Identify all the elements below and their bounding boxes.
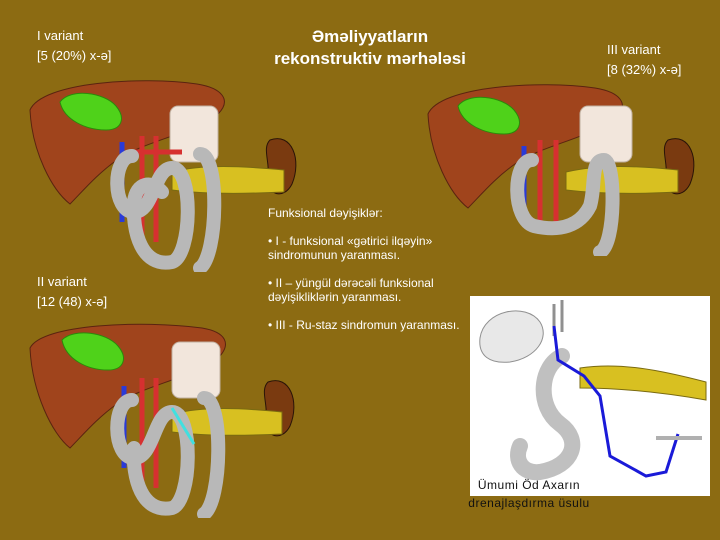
variant-1-name: I variant	[37, 28, 84, 43]
pancreas-shape	[565, 166, 679, 194]
pancreas-shape	[579, 365, 707, 401]
intestine-loop	[510, 152, 620, 256]
variant-2-label: II variant [12 (48) x-ə]	[37, 272, 107, 312]
functional-change-item-2: • II – yüngül dərəcəli funksional dəyişi…	[268, 276, 434, 304]
intestine-loop	[110, 149, 195, 270]
functional-changes-block: Funksional dəyişiklər: • I - funksional …	[268, 206, 488, 346]
variant-3-name: III variant	[607, 42, 661, 57]
intestine-loop	[110, 393, 195, 516]
drainage-caption-line-1: Ümumi Öd Axarın	[477, 478, 581, 492]
variant-2-name: II variant	[37, 274, 87, 289]
variant-2-detail: [12 (48) x-ə]	[37, 294, 108, 309]
gallbladder-shape	[457, 96, 520, 135]
anatomy-diagram-variant-2	[29, 323, 295, 518]
anatomy-diagram-variant-1	[29, 80, 297, 272]
gallbladder-shape	[61, 332, 124, 371]
title-line-1: Əməliyyatların	[311, 27, 429, 46]
anastomosis-marker	[170, 407, 196, 445]
title-line-2: rekonstruktiv mərhələsi	[274, 49, 466, 68]
functional-change-item-1: • I - funksional «gətirici ilqəyin» sind…	[268, 234, 433, 262]
functional-change-item-3: • III - Ru-staz sindromun yaranması.	[268, 318, 460, 332]
drainage-caption: Ümumi Öd Axarın drenajlaşdırma üsulu	[450, 476, 608, 512]
functional-changes-heading: Funksional dəyişiklər:	[268, 206, 383, 220]
variant-1-detail: [5 (20%) x-ə]	[37, 48, 112, 63]
duodenum-loop	[510, 348, 581, 481]
stomach-stump	[171, 341, 221, 399]
vessels	[537, 140, 559, 226]
drainage-diagram	[470, 296, 710, 496]
stomach-stump	[169, 105, 219, 163]
drain-tube	[552, 325, 680, 478]
gallbladder-shape	[59, 92, 122, 131]
anatomy-diagram-variant-3	[427, 84, 695, 256]
drainage-caption-line-2: drenajlaşdırma üsulu	[468, 496, 590, 510]
intestine-limb	[197, 391, 226, 518]
slide-title: Əməliyyatların rekonstruktiv mərhələsi	[255, 26, 485, 70]
intestine-limb	[193, 147, 222, 272]
variant-1-label: I variant [5 (20%) x-ə]	[37, 26, 111, 66]
variant-3-detail: [8 (32%) x-ə]	[607, 62, 682, 77]
gallbladder-outline	[479, 310, 544, 363]
pancreas-shape	[171, 408, 283, 436]
variant-3-label: III variant [8 (32%) x-ə]	[607, 40, 681, 80]
